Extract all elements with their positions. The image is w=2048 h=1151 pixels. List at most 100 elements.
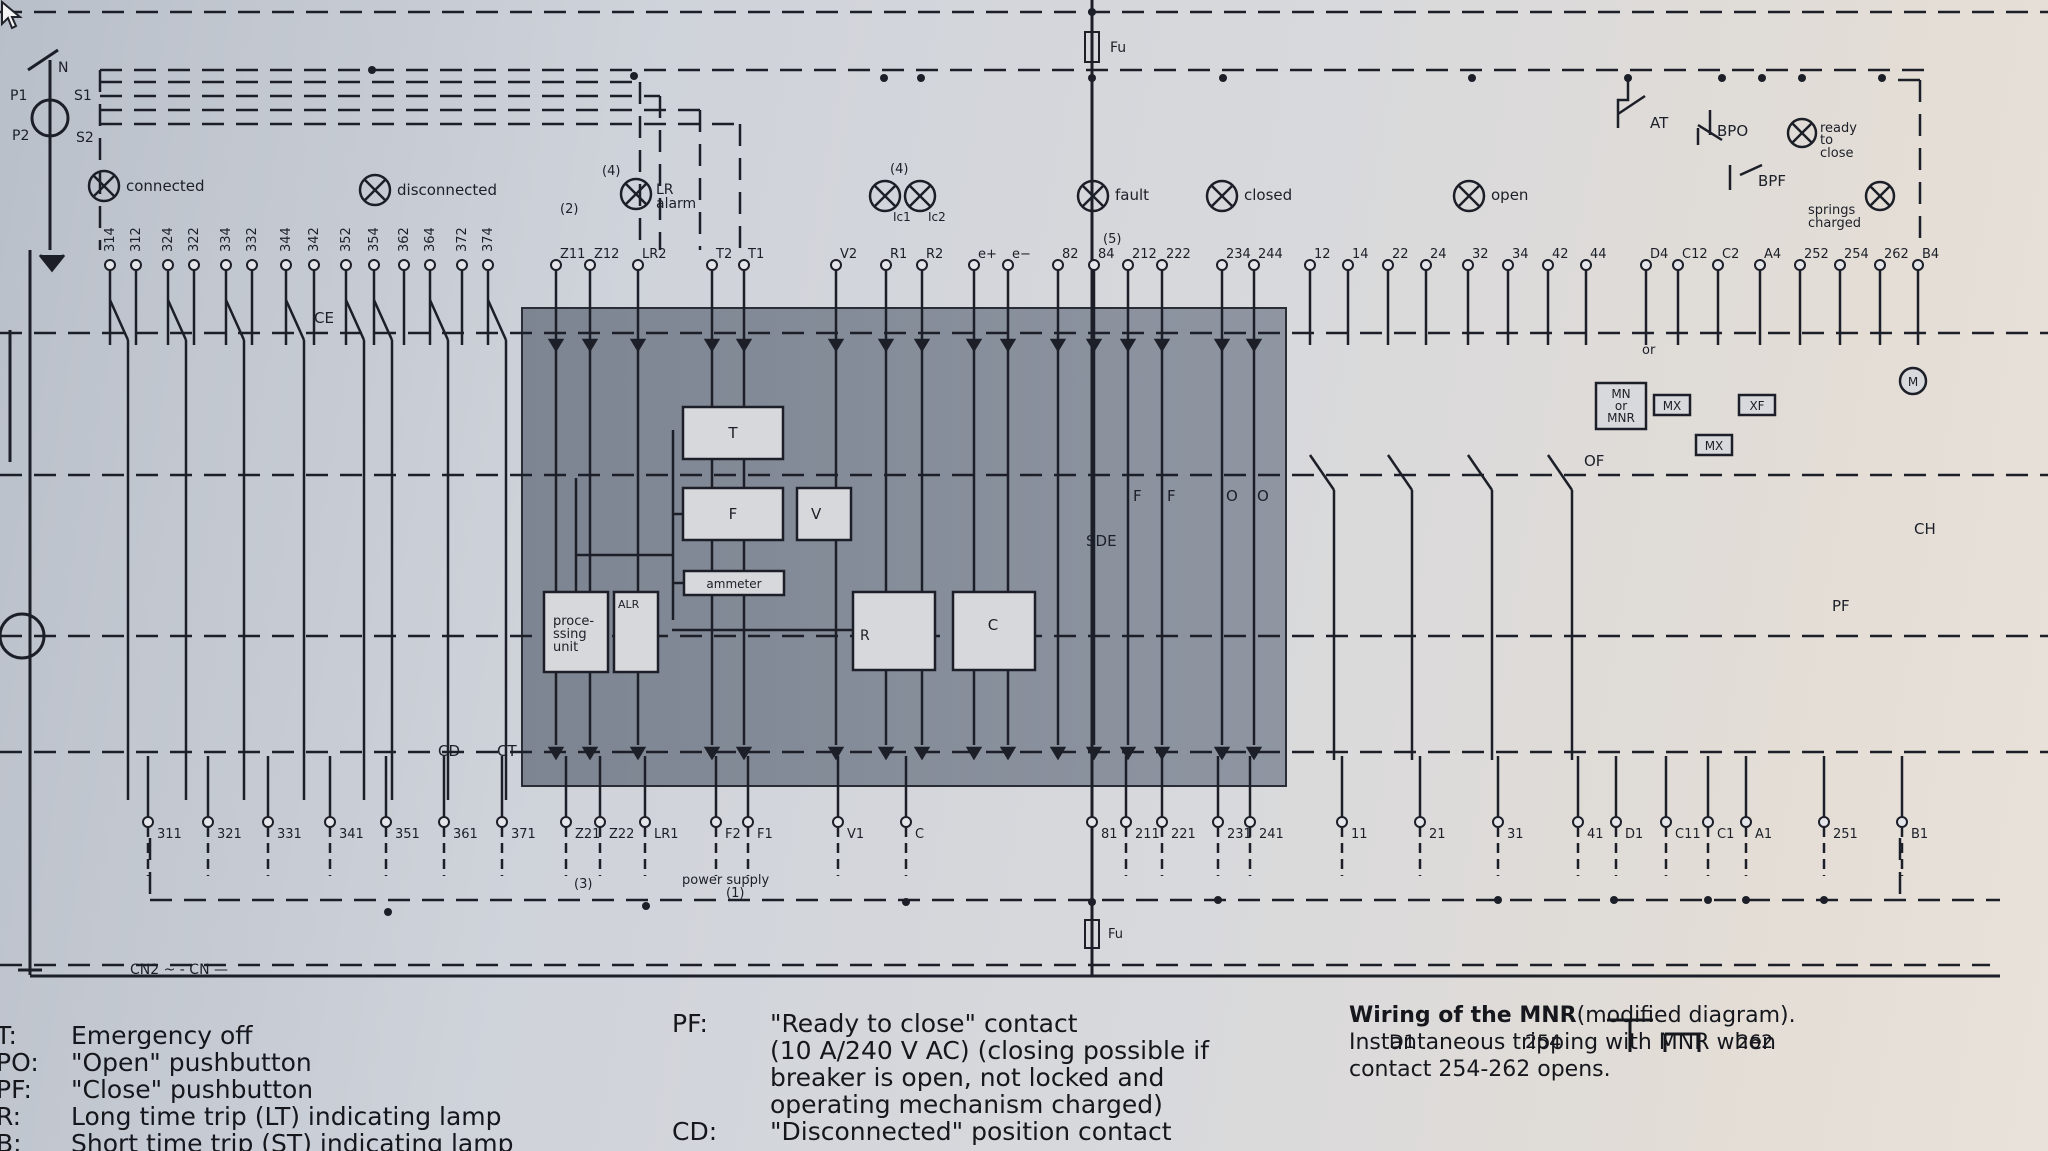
legend-key: B: [0,1129,22,1151]
junction-dots [368,8,1886,916]
note-4a: (4) [602,164,620,179]
connector-pin [629,338,647,353]
legend-key: R: [0,1102,22,1131]
bottom-terminal-node [900,816,912,828]
lamp-ic1-label: Ic1 [893,210,911,224]
legend-row: PF:"Ready to close" contact [672,1010,1209,1037]
legend-text: "Ready to close" contact [770,1009,1078,1038]
block-f-label: F [729,505,738,523]
top-terminal-label: 314 [103,227,118,252]
bottom-terminal-label: C1 [1717,827,1734,842]
connector-pin [827,746,845,761]
contact-ce: CE [314,309,334,327]
label-n: N [58,60,68,76]
legend-row: B: Short time trip (ST) indicating lamp [0,1130,513,1151]
bottom-terminal-node [438,816,450,828]
top-terminal-label: T2 [715,247,732,262]
bottom-terminal-node [1610,816,1622,828]
top-terminal-node [1156,259,1168,271]
mnr-mini-diagram: D1 254 262 [1389,1018,1773,1052]
top-terminal-node [550,259,562,271]
top-terminal-label: R2 [926,247,943,262]
legend-key: T: [0,1021,17,1050]
top-terminal-node [1002,259,1014,271]
bottom-terminal-label: 211 [1135,827,1160,842]
connector-pin [629,746,647,761]
top-terminal-node [1640,259,1652,271]
bottom-terminal-node [639,816,651,828]
bottom-terminal-node [1336,816,1348,828]
bottom-terminal-node [324,816,336,828]
contact-f1: F [1133,487,1142,505]
lamp-fault-label: fault [1115,186,1149,204]
connector-pin [703,338,721,353]
top-terminal-label: 244 [1258,247,1283,262]
top-terminal-node [880,259,892,271]
bottom-terminal-label: 231 [1227,827,1252,842]
bottom-terminal-node [832,816,844,828]
coil-mn-label-1: MN [1611,387,1630,401]
legend-key [672,1064,770,1091]
legend-key: PF: [0,1075,32,1104]
top-terminal-node [456,259,468,271]
top-terminal-node [1342,259,1354,271]
top-terminal-node [1542,259,1554,271]
mnr-line-3: contact 254-262 opens. [1349,1057,1611,1082]
top-terminal-node [1794,259,1806,271]
bottom-terminal-node [202,816,214,828]
legend-row: T:Emergency off [0,1022,513,1049]
top-fuse-icon [1084,31,1100,63]
label-bpf: BPF [1758,172,1786,190]
coil-mn-label-2: or [1615,399,1627,413]
coil-xf [1737,393,1777,417]
lamp-connected-icon [87,169,121,203]
legend-key [672,1091,770,1118]
top-terminal-label: 344 [279,227,294,252]
bottom-terminal-label: 11 [1351,827,1368,842]
coil-mn [1594,381,1648,431]
legend-text: Short time trip (ST) indicating lamp [71,1129,514,1151]
bottom-terminal-label: A1 [1755,827,1772,842]
connector-pin [877,746,895,761]
bottom-terminal-node [710,816,722,828]
top-terminal-label: 342 [307,227,322,252]
ground-label: CN2 ~ - CN — [130,962,228,978]
bottom-terminal-label: C [915,827,924,842]
bottom-terminal-node [1740,816,1752,828]
note-2: (2) [560,202,578,217]
bottom-terminal-node [262,816,274,828]
bottom-terminal-node [1896,816,1908,828]
top-terminal-label: 364 [423,227,438,252]
coil-mx-2-label: MX [1705,439,1724,453]
top-terminal-node [1304,259,1316,271]
top-terminal-node [220,259,232,271]
bottom-terminal-label: 41 [1587,827,1604,842]
bottom-terminal-node [496,816,508,828]
label-s1: S1 [74,88,92,104]
lamp-ready-label-3: close [1820,146,1853,161]
label-p1: P1 [10,88,27,104]
contact-f2: F [1167,487,1176,505]
bottom-terminal-label: 21 [1429,827,1446,842]
bottom-terminal-node [594,816,606,828]
top-terminal-node [632,259,644,271]
connector-pin [1049,338,1067,353]
top-terminal-label: 322 [187,227,202,252]
top-terminal-node [1912,259,1924,271]
top-terminal-label: A4 [1764,247,1781,262]
top-terminal-label: 22 [1392,247,1409,262]
legend-text: "Close" pushbutton [71,1075,314,1104]
contact-sde: SDE [1086,532,1117,550]
bottom-terminal-label: 241 [1259,827,1284,842]
top-terminal-node [162,259,174,271]
top-terminal-label: 82 [1062,247,1079,262]
contact-o2: O [1257,487,1269,505]
top-terminal-node [1088,259,1100,271]
top-terminal-label: 42 [1552,247,1569,262]
lamp-disconnected-icon [358,173,392,207]
block-alr [612,590,660,674]
bottom-fuse-label: Fu [1108,927,1123,942]
top-terminal-label: 44 [1590,247,1607,262]
lamp-ic2-icon [903,179,937,213]
